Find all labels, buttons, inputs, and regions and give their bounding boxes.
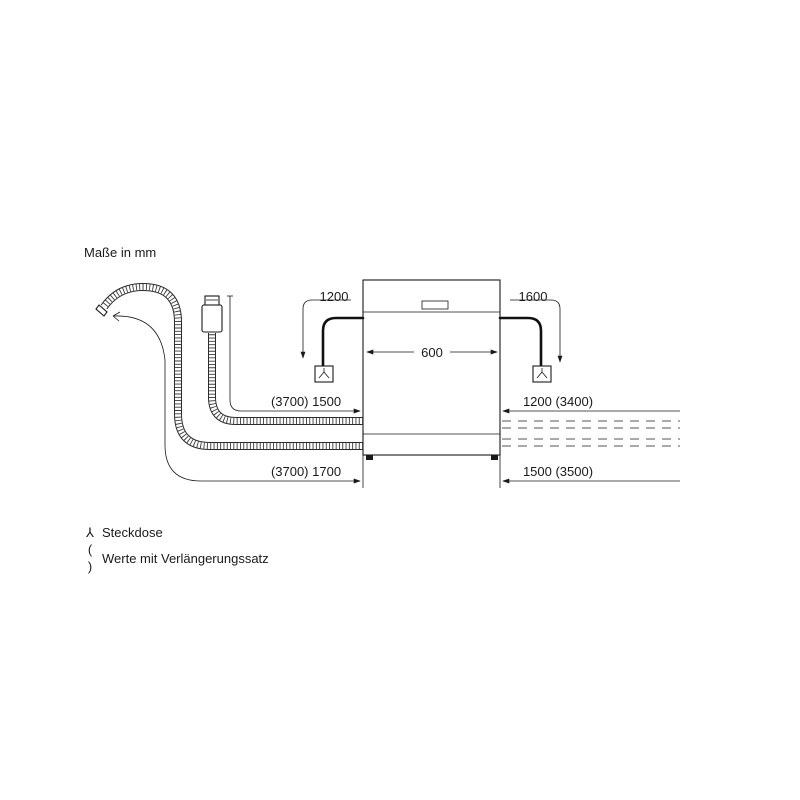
left-power-label: 1200 — [320, 289, 349, 304]
legend-socket-label: Steckdose — [102, 525, 163, 540]
right-hose-routes: 1200 (3400) 1500 (3500) — [502, 394, 680, 484]
right-upper-label: 1200 (3400) — [523, 394, 593, 409]
extension-symbol: ( ) — [87, 542, 93, 574]
left-upper-hose-dimension: (3700) 1500 — [227, 295, 361, 414]
hose-connector — [204, 295, 220, 306]
width-dimension: 600 — [366, 345, 498, 360]
right-socket — [532, 365, 552, 383]
aquastop-valve — [201, 304, 223, 333]
left-socket — [314, 365, 334, 383]
drain-hose — [95, 282, 363, 450]
right-power-label: 1600 — [519, 289, 548, 304]
left-lower-hose-label: (3700) 1700 — [271, 464, 341, 479]
units-heading: Maße in mm — [84, 245, 156, 260]
left-upper-hose-label: (3700) 1500 — [271, 394, 341, 409]
dishwasher-outline — [362, 279, 501, 460]
right-lower-label: 1500 (3500) — [523, 464, 593, 479]
left-lower-hose-dimension: (3700) 1700 — [112, 311, 361, 484]
left-power-cable: 1200 — [300, 289, 365, 383]
right-foot — [491, 455, 498, 460]
legend-extension: ( ) Werte mit Verlängerungssatz — [84, 541, 269, 575]
inlet-hose — [201, 295, 363, 425]
right-power-cable: 1600 — [498, 289, 563, 383]
legend-socket: ⅄ Steckdose — [84, 524, 269, 541]
legend-extension-label: Werte mit Verlängerungssatz — [102, 550, 269, 566]
legend: ⅄ Steckdose ( ) Werte mit Verlängerungss… — [84, 524, 269, 575]
control-panel-display — [421, 300, 449, 310]
socket-symbol-icon: ⅄ — [86, 525, 94, 540]
drain-hose-end — [95, 304, 108, 317]
left-foot — [366, 455, 373, 460]
width-label: 600 — [421, 345, 443, 360]
